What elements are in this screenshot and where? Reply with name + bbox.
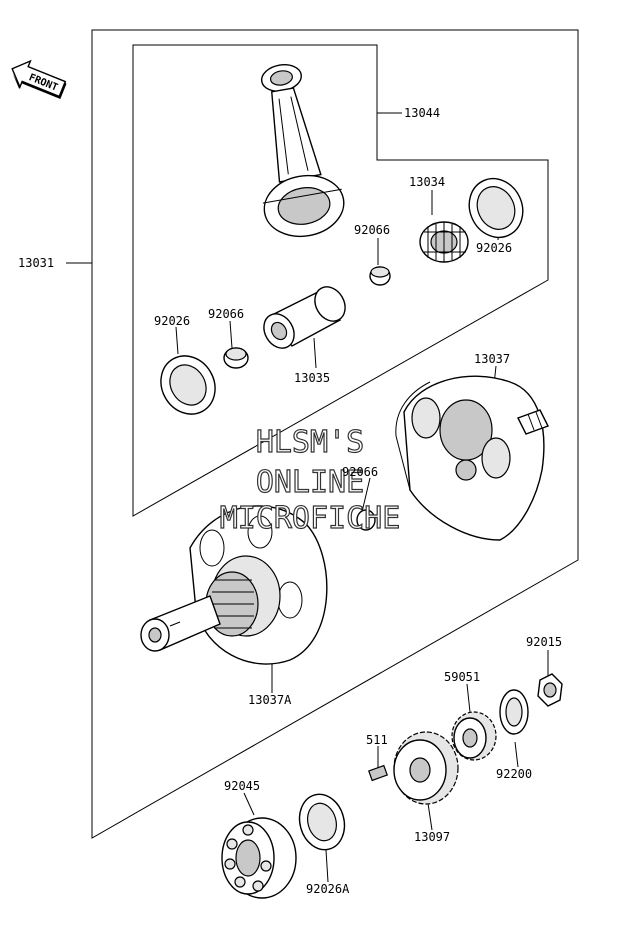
watermark-line1: HLSM'S [256, 425, 364, 460]
label-13097: 13097 [414, 830, 450, 844]
label-92026A: 92026A [306, 882, 350, 896]
flywheel-right [395, 375, 549, 541]
nut [537, 673, 563, 707]
flywheel-left [140, 505, 328, 665]
label-13044: 13044 [404, 106, 440, 120]
roller-left [223, 347, 249, 369]
needle-bearing [419, 221, 469, 263]
label-92066-upper: 92066 [354, 223, 390, 237]
label-92026-upper: 92026 [476, 241, 512, 255]
connecting-rod [260, 64, 345, 238]
lock-washer [499, 689, 529, 735]
label-13035: 13035 [294, 371, 330, 385]
roller-upper [369, 266, 391, 286]
woodruff-key [368, 764, 388, 782]
label-13037: 13037 [474, 352, 510, 366]
crank-pin [263, 286, 346, 349]
label-59051: 59051 [444, 670, 480, 684]
inner-assembly-outline [132, 44, 549, 517]
thrust-washer-lower [298, 793, 346, 851]
part-labels: 13044 13034 92066 92026 13031 92026 9206… [18, 106, 562, 896]
label-92066-left: 92066 [208, 307, 244, 321]
outer-assembly-outline [91, 29, 579, 839]
label-92045: 92045 [224, 779, 260, 793]
front-arrow-icon: FRONT [11, 59, 67, 100]
label-13037A: 13037A [248, 693, 292, 707]
label-92015: 92015 [526, 635, 562, 649]
watermark: HLSM'S ONLINE MICROFICHE [219, 424, 401, 536]
small-gear [451, 711, 497, 761]
label-13034: 13034 [409, 175, 445, 189]
watermark-line3: MICROFICHE [220, 501, 401, 536]
thrust-washer-upper [468, 177, 524, 239]
label-92200: 92200 [496, 767, 532, 781]
label-13031: 13031 [18, 256, 54, 270]
label-511: 511 [366, 733, 388, 747]
watermark-line2: ONLINE [256, 465, 364, 500]
roller-middle [356, 509, 376, 531]
ball-bearing [221, 817, 297, 899]
thrust-washer-left [160, 355, 216, 415]
label-92066-middle: 92066 [342, 465, 378, 479]
large-gear [393, 731, 459, 805]
label-92026-left: 92026 [154, 314, 190, 328]
